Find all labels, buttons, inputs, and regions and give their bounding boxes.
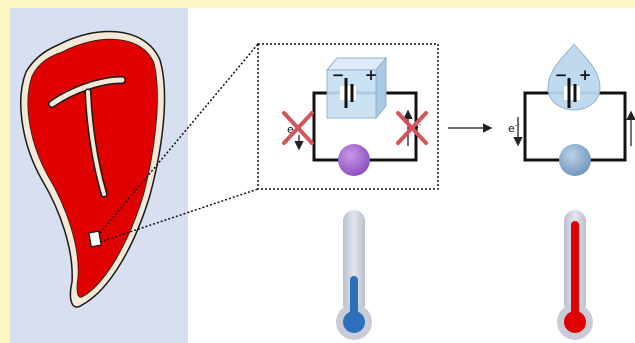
zoom-line-top (99, 43, 259, 234)
water-droplet-icon (547, 43, 601, 111)
electron-label-right: e- (412, 121, 422, 134)
battery-minus-label: − (555, 66, 568, 84)
battery-plus-label: + (579, 66, 592, 84)
battery-icon: − + (332, 66, 378, 108)
thermometer-cold-icon (336, 210, 372, 340)
cross-icon (396, 111, 428, 145)
zoom-source-square (88, 230, 102, 248)
thermometer-hot-icon (557, 210, 593, 340)
battery-minus-label: − (332, 66, 345, 84)
battery-plus-label: + (365, 66, 378, 84)
load-bulb (338, 144, 370, 176)
steak-icon (20, 30, 166, 308)
battery-icon: − + (555, 66, 592, 108)
cross-icon (282, 111, 314, 145)
load-bulb (559, 144, 591, 176)
frozen-circuit: − + e- e- (282, 56, 428, 176)
electron-label-left: e- (508, 122, 518, 135)
thawed-circuit: − + e- (508, 43, 635, 176)
